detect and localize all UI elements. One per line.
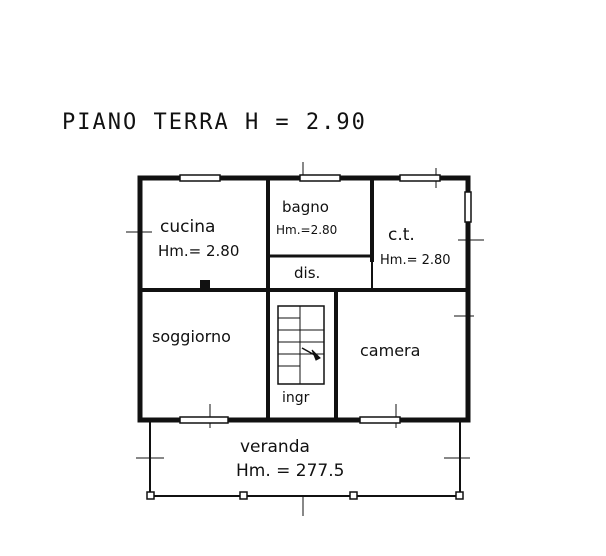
plan-title: PIANO TERRA H = 2.90 (62, 110, 367, 135)
stair-arrowhead (311, 349, 321, 361)
room-height-veranda: Hm. = 277.5 (236, 461, 344, 481)
room-label-bagno: bagno (282, 198, 329, 216)
room-height-ct: Hm.= 2.80 (380, 253, 451, 268)
axis-lines (126, 162, 484, 516)
room-height-cucina: Hm.= 2.80 (158, 242, 239, 260)
room-label-camera: camera (360, 341, 420, 360)
room-label-ct: c.t. (388, 225, 415, 245)
room-label-ingr: ingr (282, 390, 310, 406)
window-cucina (179, 174, 221, 182)
window-ct-right (464, 191, 472, 223)
room-height-bagno: Hm.=2.80 (276, 223, 337, 237)
room-label-veranda: veranda (240, 437, 310, 457)
room-label-cucina: cucina (160, 217, 215, 237)
veranda-posts (146, 491, 464, 500)
window-ct (399, 174, 441, 182)
room-label-dis: dis. (294, 264, 320, 282)
stair-steps (278, 306, 324, 384)
wall-pillar (200, 280, 210, 290)
window-bagno (299, 174, 341, 182)
window-camera (359, 416, 401, 424)
window-soggiorno (179, 416, 229, 424)
stair-outline (277, 305, 325, 385)
room-label-soggiorno: soggiorno (152, 327, 231, 346)
